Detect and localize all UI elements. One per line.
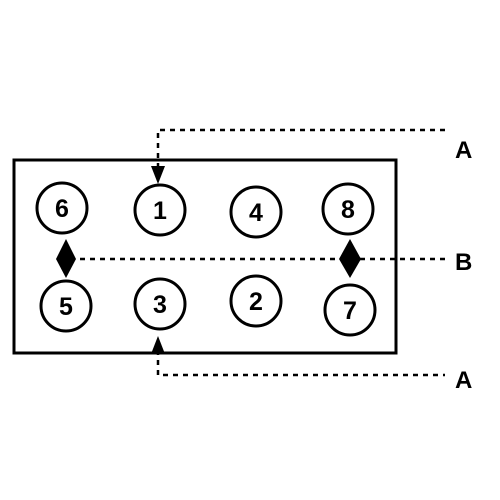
bolt-bottom-4: 7 (323, 283, 377, 337)
bolt-number: 6 (55, 195, 69, 223)
bolt-number: 8 (341, 196, 355, 224)
bolt-top-3: 4 (229, 185, 283, 239)
bolt-top-4: 8 (321, 182, 375, 236)
bolt-number: 3 (153, 291, 167, 319)
bolt-number: 1 (153, 197, 167, 225)
label-a-bottom: A (455, 367, 472, 394)
bolt-bottom-2: 3 (133, 277, 187, 331)
reference-line-a-bottom (156, 350, 445, 377)
bolt-top-1: 6 (35, 181, 89, 235)
label-a-top: A (455, 137, 472, 164)
bolt-number: 7 (343, 297, 357, 325)
bolt-bottom-1: 5 (39, 279, 93, 333)
reference-line-a-top (156, 128, 445, 168)
plate-outline (12, 158, 398, 355)
bolt-top-2: 1 (133, 183, 187, 237)
bolt-number: 5 (59, 293, 73, 321)
arrow-up-icon (151, 336, 165, 354)
bolt-number: 4 (249, 199, 263, 227)
diamond-marker-left-icon (56, 239, 76, 278)
bolt-bottom-3: 2 (229, 274, 283, 328)
bolt-number: 2 (249, 288, 263, 316)
label-b: B (455, 249, 472, 276)
diamond-marker-right-icon (339, 239, 361, 278)
arrow-down-icon (151, 166, 165, 184)
